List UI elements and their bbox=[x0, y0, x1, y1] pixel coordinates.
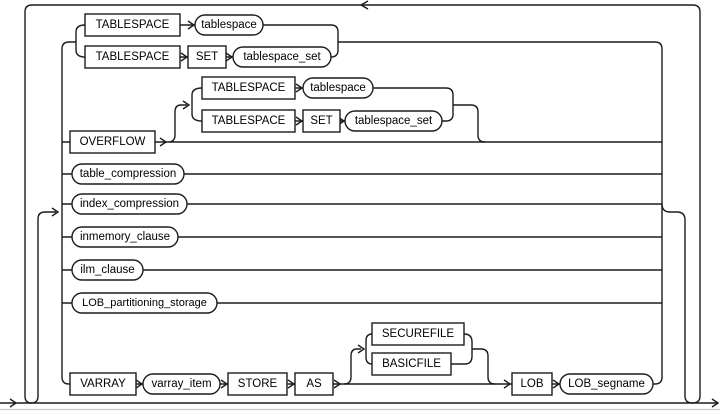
node-inmemory-clause: inmemory_clause bbox=[71, 226, 179, 248]
node-label: tablespace bbox=[201, 19, 257, 31]
node-lob-segname-operand: LOB_segname bbox=[559, 373, 654, 395]
node-securefile-keyword: SECUREFILE bbox=[371, 322, 465, 346]
node-overflow-set-keyword: SET bbox=[302, 109, 341, 133]
node-label: TABLESPACE bbox=[212, 82, 286, 94]
node-varray-keyword: VARRAY bbox=[69, 372, 137, 396]
node-label: BASICFILE bbox=[382, 358, 441, 370]
node-label: tablespace_set bbox=[355, 115, 433, 127]
node-tablespace-operand: tablespace bbox=[194, 14, 264, 36]
node-store-keyword: STORE bbox=[227, 372, 288, 396]
node-tablespace-set-keyword: TABLESPACE bbox=[84, 45, 181, 69]
node-label: AS bbox=[306, 378, 322, 390]
node-label: TABLESPACE bbox=[96, 19, 170, 31]
arrowheads bbox=[9, 0, 720, 408]
node-overflow-tablespace-set-operand: tablespace_set bbox=[344, 110, 443, 132]
node-label: SET bbox=[310, 115, 332, 127]
repeat-loop-line bbox=[24, 4, 701, 404]
node-label: ilm_clause bbox=[80, 264, 134, 276]
collector-line bbox=[338, 41, 663, 385]
node-basicfile-keyword: BASICFILE bbox=[371, 352, 452, 376]
node-overflow-keyword: OVERFLOW bbox=[69, 130, 156, 154]
node-label: LOB_segname bbox=[568, 378, 645, 390]
overflow-group-split bbox=[191, 87, 203, 122]
overflow-row-lines bbox=[62, 104, 662, 143]
tablespace-group-split bbox=[75, 24, 86, 58]
node-overflow-tablespace-operand: tablespace bbox=[302, 77, 374, 99]
securefile-group-lines bbox=[343, 333, 496, 385]
node-label: SET bbox=[196, 51, 218, 63]
node-label: TABLESPACE bbox=[212, 115, 286, 127]
node-label: SECUREFILE bbox=[382, 328, 455, 340]
node-tablespace-keyword: TABLESPACE bbox=[84, 13, 181, 37]
node-overflow-tablespace-set-keyword: TABLESPACE bbox=[201, 109, 296, 133]
node-set-keyword: SET bbox=[187, 45, 227, 69]
node-label: table_compression bbox=[80, 168, 177, 180]
node-overflow-tablespace-keyword: TABLESPACE bbox=[201, 76, 296, 100]
node-label: OVERFLOW bbox=[80, 136, 146, 148]
node-label: inmemory_clause bbox=[80, 231, 170, 243]
node-lob-partitioning-storage: LOB_partitioning_storage bbox=[71, 292, 218, 314]
node-index-compression: index_compression bbox=[71, 193, 188, 215]
node-label: varray_item bbox=[151, 378, 211, 390]
node-label: tablespace bbox=[310, 82, 366, 94]
node-label: VARRAY bbox=[80, 378, 126, 390]
node-label: LOB bbox=[520, 378, 543, 390]
tablespace-group-rows bbox=[180, 24, 339, 58]
clause-row-lines bbox=[62, 173, 662, 304]
node-label: LOB_partitioning_storage bbox=[82, 297, 207, 309]
node-varray-item-operand: varray_item bbox=[142, 373, 221, 395]
node-label: TABLESPACE bbox=[96, 51, 170, 63]
node-tablespace-set-operand: tablespace_set bbox=[232, 46, 332, 68]
node-table-compression: table_compression bbox=[71, 163, 185, 185]
overflow-group-rows bbox=[295, 87, 454, 122]
node-lob-keyword: LOB bbox=[511, 372, 553, 396]
node-label: tablespace_set bbox=[243, 51, 321, 63]
node-label: STORE bbox=[238, 378, 278, 390]
node-as-keyword: AS bbox=[294, 372, 334, 396]
alternatives-bus-line bbox=[61, 41, 76, 385]
node-label: index_compression bbox=[80, 198, 179, 210]
node-ilm-clause: ilm_clause bbox=[71, 259, 144, 281]
overflow-group-exit bbox=[453, 104, 486, 143]
